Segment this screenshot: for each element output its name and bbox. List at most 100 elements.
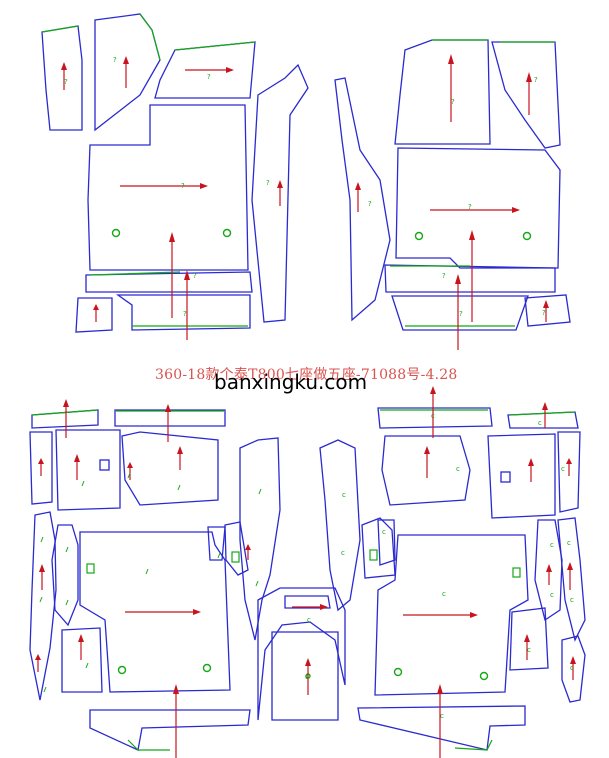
mat-edge: [139, 13, 161, 61]
mat-piece: [557, 517, 586, 642]
slash-markers: [39, 472, 262, 693]
mat-piece: [114, 409, 226, 427]
mat-piece: [61, 627, 103, 693]
mat-piece: [384, 264, 556, 293]
pattern-group-bottom-center: [257, 439, 361, 721]
svg-text:c: c: [440, 712, 444, 720]
mat-piece: [534, 519, 563, 622]
mat-piece: [334, 77, 391, 322]
svg-text:?: ?: [468, 203, 472, 211]
mat-piece: [85, 271, 253, 293]
mat-piece: [239, 437, 281, 641]
svg-text:?: ?: [193, 272, 197, 280]
pattern-group-bottom-right: [357, 407, 586, 751]
clip-tab: [369, 549, 378, 561]
clip-tab: [500, 471, 511, 483]
mat-piece: [79, 531, 231, 693]
mat-edge: [89, 271, 181, 276]
mat-piece: [491, 41, 561, 149]
mat-piece: [271, 631, 339, 721]
fixing-hole-icon: [479, 671, 489, 681]
mat-piece: [87, 104, 249, 271]
fixing-hole-icon: [522, 231, 532, 241]
mat-piece: [357, 705, 526, 751]
mat-piece: [207, 526, 226, 561]
mat-piece: [75, 297, 113, 333]
mat-piece: [257, 587, 346, 721]
mat-piece: [121, 431, 219, 506]
svg-text:c: c: [442, 590, 446, 598]
svg-text:?: ?: [181, 182, 185, 190]
mat-piece: [487, 433, 556, 519]
svg-text:c: c: [342, 491, 346, 499]
svg-text:c: c: [567, 539, 571, 547]
small-rect-markers: [86, 563, 521, 578]
svg-text:?: ?: [442, 272, 446, 280]
fixing-hole-icon: [222, 228, 232, 238]
pattern-group-top-left: [41, 13, 309, 333]
fixing-hole-icon: [111, 228, 121, 238]
svg-text:c: c: [561, 465, 565, 473]
svg-text:c: c: [550, 541, 554, 549]
mat-piece: [377, 407, 493, 429]
svg-text:?: ?: [542, 309, 546, 317]
mat-piece: [319, 439, 361, 612]
mat-edge: [174, 41, 256, 51]
mat-piece: [561, 635, 586, 703]
svg-text:c: c: [570, 664, 574, 672]
svg-text:c: c: [307, 616, 311, 624]
svg-text:?: ?: [183, 310, 187, 318]
mat-piece: [29, 511, 57, 701]
mat-piece: [361, 517, 396, 579]
mat-edge: [509, 411, 576, 416]
mat-edge: [41, 25, 79, 33]
svg-text:c: c: [570, 596, 574, 604]
svg-text:c: c: [538, 419, 542, 427]
svg-text:?: ?: [451, 98, 455, 106]
fixing-hole-icon: [117, 665, 127, 675]
svg-text:c: c: [550, 591, 554, 599]
pattern-group-top-right: [334, 39, 571, 331]
svg-text:?: ?: [64, 78, 68, 86]
svg-text:?: ?: [459, 310, 463, 318]
pattern-group-bottom-left: [29, 409, 281, 751]
mat-edge: [127, 739, 170, 751]
mat-piece: [391, 295, 529, 331]
mat-piece: [557, 431, 581, 513]
piece-markers: ? ? ? ? ? ? ? ? ? ? ? ? ? ? c c c c c c …: [64, 56, 574, 720]
mat-piece: [395, 147, 561, 269]
mat-piece: [374, 534, 529, 696]
svg-text:?: ?: [266, 179, 270, 187]
mat-piece: [284, 595, 331, 609]
mat-piece: [381, 435, 471, 506]
svg-text:?: ?: [207, 73, 211, 81]
mat-piece: [224, 521, 249, 576]
svg-text:c: c: [527, 646, 531, 654]
watermark: banxingku.com: [214, 370, 368, 394]
clip-tab: [99, 459, 110, 471]
mat-piece: [41, 25, 83, 131]
svg-text:?: ?: [534, 76, 538, 84]
diagram-caption: 360-18款个泰T800七座做五座-71088号-4.28: [155, 367, 458, 383]
mat-piece: [115, 294, 251, 331]
mat-edge: [31, 409, 99, 416]
mat-piece: [251, 63, 309, 323]
mat-piece: [524, 294, 571, 327]
mat-piece: [509, 607, 549, 671]
mat-piece: [377, 519, 396, 566]
clip-tab: [231, 551, 240, 563]
mat-edge: [454, 739, 493, 751]
mat-piece: [51, 524, 79, 627]
fixing-hole-icon: [393, 667, 403, 677]
fixing-hole-icon: [414, 231, 424, 241]
svg-text:c: c: [305, 673, 309, 681]
mat-piece: [55, 429, 121, 511]
grain-direction-arrows: [35, 54, 576, 758]
svg-text:c: c: [431, 412, 435, 420]
mat-piece: [89, 709, 251, 751]
svg-text:?: ?: [113, 56, 117, 64]
fixing-hole-icon: [202, 663, 212, 673]
mat-piece: [394, 39, 491, 145]
svg-text:c: c: [341, 549, 345, 557]
